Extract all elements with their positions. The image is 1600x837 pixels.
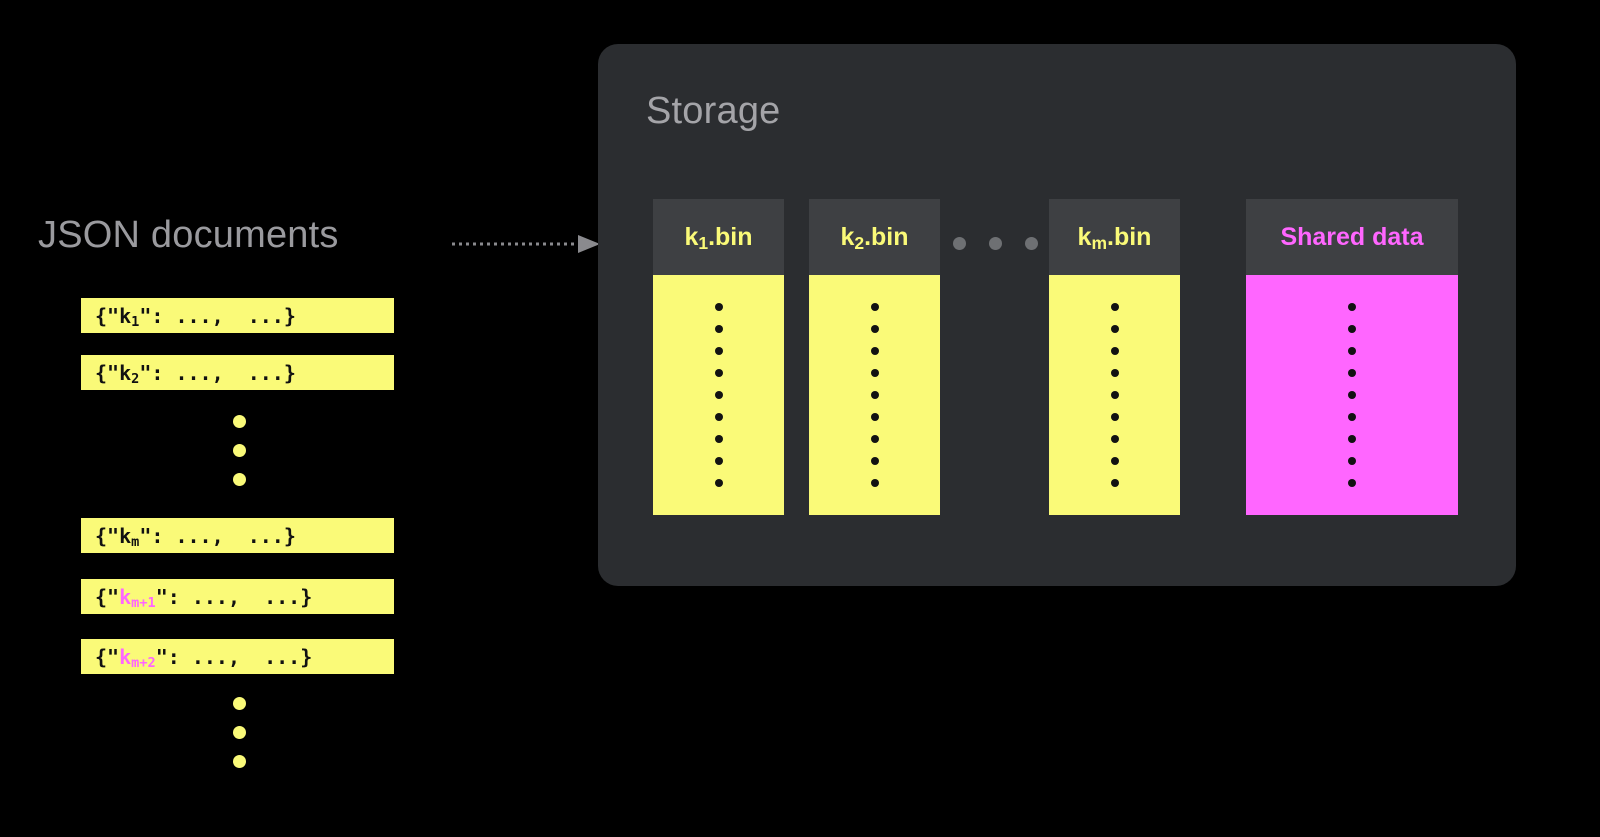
storage-bin-body (809, 275, 940, 515)
storage-bins-ellipsis (953, 237, 1038, 250)
record-dot (1348, 347, 1356, 355)
record-dot (714, 413, 723, 421)
record-dot (1348, 303, 1356, 311)
json-key: k2 (119, 360, 140, 387)
record-dot (870, 303, 879, 311)
json-document-bar: {"km": ..., ...} (81, 518, 394, 553)
record-dot (1110, 303, 1119, 311)
storage-bin-body (653, 275, 784, 515)
record-dot (1348, 435, 1356, 443)
json-key-shared: km+2 (119, 644, 156, 671)
record-dot (714, 347, 723, 355)
json-key: k1 (119, 303, 140, 330)
record-dot (870, 325, 879, 333)
storage-bin-shared[interactable]: Shared data (1246, 199, 1458, 515)
record-dot (1348, 369, 1356, 377)
ellipsis-dot (233, 755, 246, 768)
json-document-bar-shared: {"km+2": ..., ...} (81, 639, 394, 674)
record-dot (870, 369, 879, 377)
record-dot (1348, 325, 1356, 333)
record-dot (870, 435, 879, 443)
json-document-text: {"km+2": ..., ...} (95, 644, 313, 671)
ellipsis-dot (989, 237, 1002, 250)
ellipsis-dot (233, 444, 246, 457)
record-dot (1110, 435, 1119, 443)
storage-bin-label: k1.bin (684, 222, 753, 253)
record-dot (870, 479, 879, 487)
flow-arrow-icon (452, 235, 600, 253)
storage-bin-header: km.bin (1049, 199, 1180, 275)
record-dot (1348, 413, 1356, 421)
record-dot (1348, 479, 1356, 487)
json-document-bar: {"k2": ..., ...} (81, 355, 394, 390)
json-document-bar: {"k1": ..., ...} (81, 298, 394, 333)
record-dot (714, 435, 723, 443)
ellipsis-dot (233, 473, 246, 486)
record-dot (870, 457, 879, 465)
record-dot (1110, 413, 1119, 421)
storage-panel: Storage k1.bin k2.bin (598, 44, 1516, 586)
record-dot (1110, 391, 1119, 399)
storage-bin-body (1246, 275, 1458, 515)
json-documents-ellipsis-middle (233, 415, 246, 486)
storage-bin[interactable]: k2.bin (809, 199, 940, 515)
storage-bin-header: k2.bin (809, 199, 940, 275)
storage-bin[interactable]: km.bin (1049, 199, 1180, 515)
record-dot (1110, 457, 1119, 465)
json-document-text: {"km": ..., ...} (95, 523, 296, 550)
record-dot (1348, 391, 1356, 399)
record-dot (1110, 369, 1119, 377)
record-dot (714, 303, 723, 311)
record-dot (714, 369, 723, 377)
ellipsis-dot (233, 697, 246, 710)
storage-bin[interactable]: k1.bin (653, 199, 784, 515)
storage-bin-label: km.bin (1077, 222, 1152, 253)
json-documents-title: JSON documents (38, 214, 339, 256)
json-document-text: {"k1": ..., ...} (95, 303, 296, 330)
record-dot (1110, 479, 1119, 487)
ellipsis-dot (233, 415, 246, 428)
json-document-text: {"km+1": ..., ...} (95, 584, 313, 611)
ellipsis-dot (1025, 237, 1038, 250)
record-dot (714, 391, 723, 399)
record-dot (870, 413, 879, 421)
json-document-text: {"k2": ..., ...} (95, 360, 296, 387)
storage-bin-header: Shared data (1246, 199, 1458, 275)
record-dot (870, 391, 879, 399)
record-dot (714, 479, 723, 487)
json-documents-ellipsis-bottom (233, 697, 246, 768)
storage-title: Storage (646, 90, 781, 132)
json-key: km (119, 523, 140, 550)
record-dot (1110, 325, 1119, 333)
storage-bin-label: k2.bin (840, 222, 909, 253)
storage-bin-header: k1.bin (653, 199, 784, 275)
json-key-shared: km+1 (119, 584, 156, 611)
record-dot (1348, 457, 1356, 465)
record-dot (714, 457, 723, 465)
record-dot (870, 347, 879, 355)
record-dot (714, 325, 723, 333)
record-dot (1110, 347, 1119, 355)
ellipsis-dot (953, 237, 966, 250)
ellipsis-dot (233, 726, 246, 739)
json-document-bar-shared: {"km+1": ..., ...} (81, 579, 394, 614)
storage-bin-label: Shared data (1280, 222, 1424, 251)
storage-bin-body (1049, 275, 1180, 515)
